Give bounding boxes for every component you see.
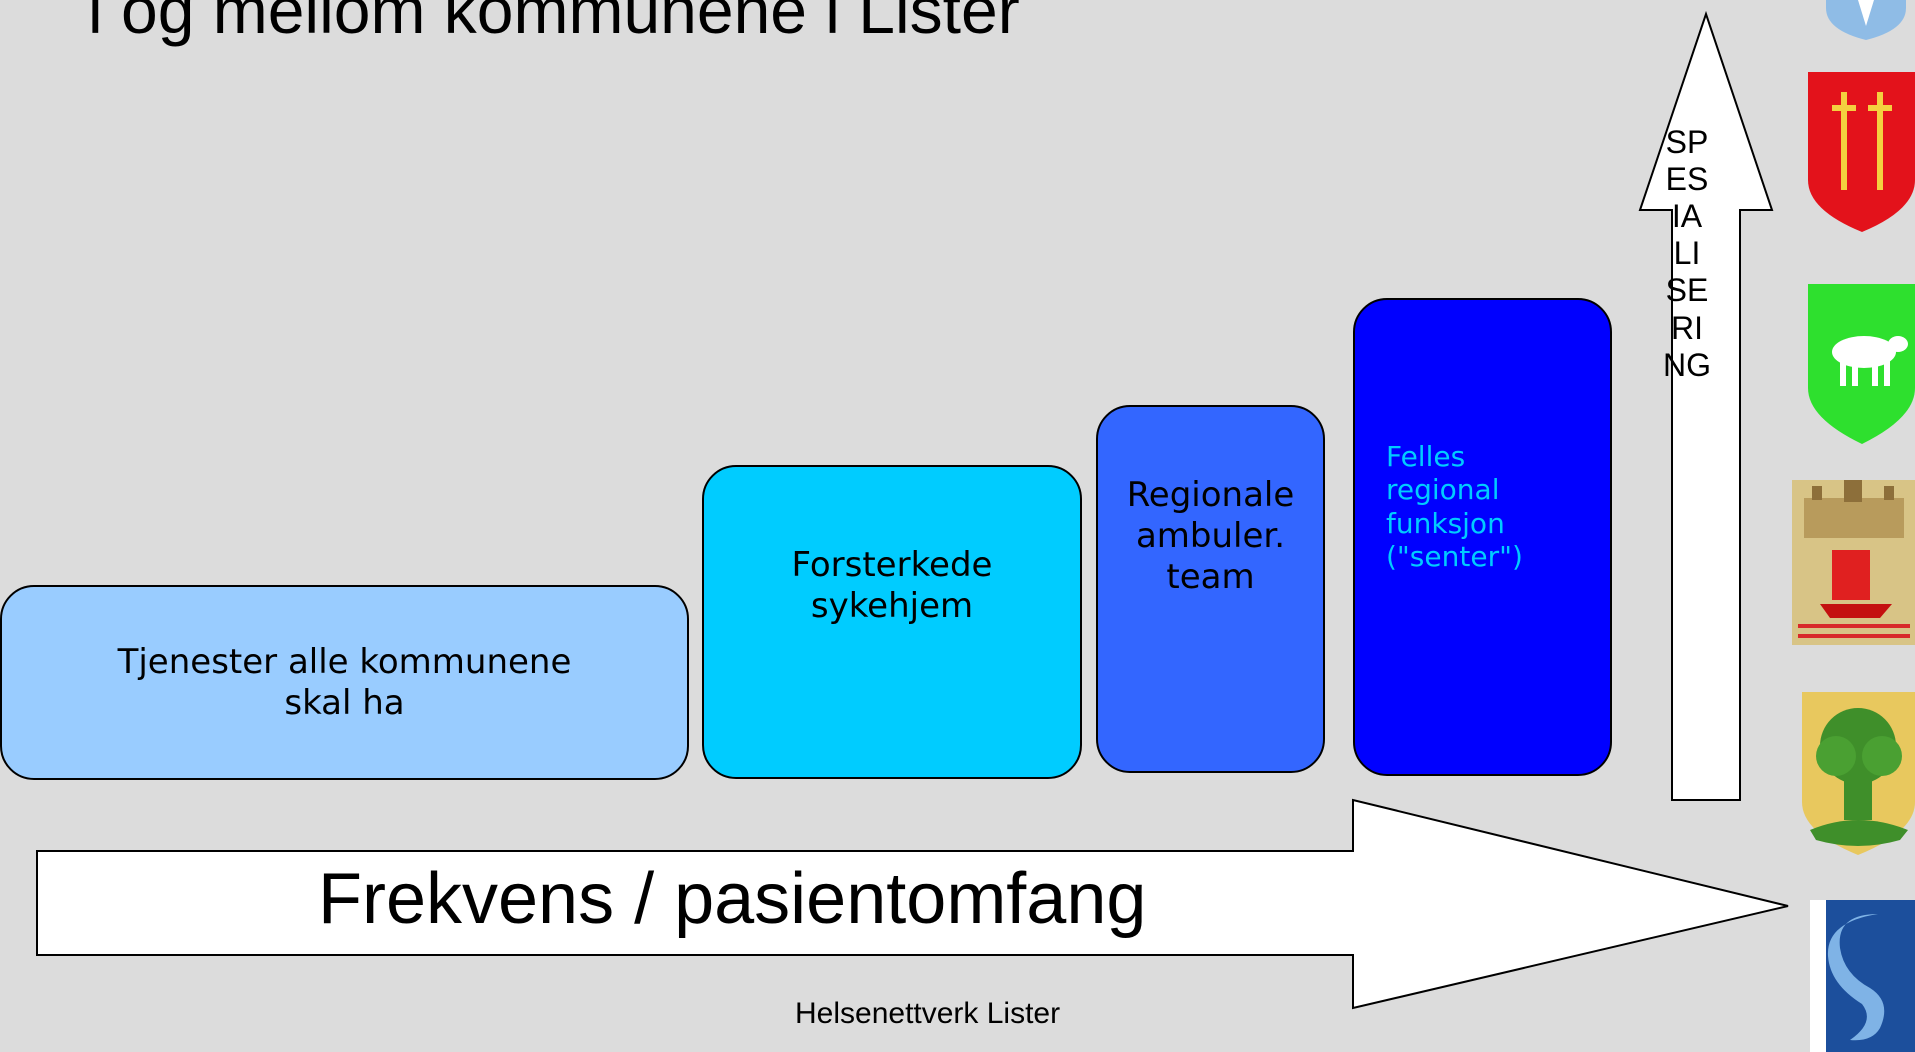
specialisation-arrow-label: SPESIALISERING bbox=[1663, 124, 1711, 383]
box-regional-ambulatory-team-label: Regionale ambuler. team bbox=[1126, 475, 1295, 597]
blue-s-crest-icon bbox=[1810, 900, 1915, 1052]
crest-icon bbox=[1826, 0, 1906, 40]
box-all-municipalities-label: Tjenester alle kommunene skal ha bbox=[117, 641, 572, 723]
specialisation-arrow bbox=[1638, 10, 1774, 801]
frequency-arrow bbox=[36, 798, 1789, 1010]
ship-crest-icon bbox=[1792, 480, 1915, 645]
footer-text: Helsenettverk Lister bbox=[795, 997, 1061, 1030]
frequency-arrow-label: Frekvens / pasientomfang bbox=[318, 859, 1147, 939]
box-reinforced-nursing-homes: Forsterkede sykehjem bbox=[702, 465, 1082, 779]
box-regional-ambulatory-team: Regionale ambuler. team bbox=[1096, 405, 1325, 773]
tree-crest-icon bbox=[1802, 692, 1915, 855]
slide-title: i og mellom kommunene i Lister bbox=[88, 0, 1020, 47]
box-shared-regional-function-label: Felles regional funksjon ("senter") bbox=[1386, 440, 1523, 573]
box-shared-regional-function: Felles regional funksjon ("senter") bbox=[1353, 298, 1612, 776]
box-all-municipalities: Tjenester alle kommunene skal ha bbox=[0, 585, 689, 780]
box-reinforced-nursing-homes-label: Forsterkede sykehjem bbox=[791, 545, 993, 626]
green-cow-crest-icon bbox=[1808, 284, 1915, 444]
red-crest-icon bbox=[1808, 72, 1915, 232]
